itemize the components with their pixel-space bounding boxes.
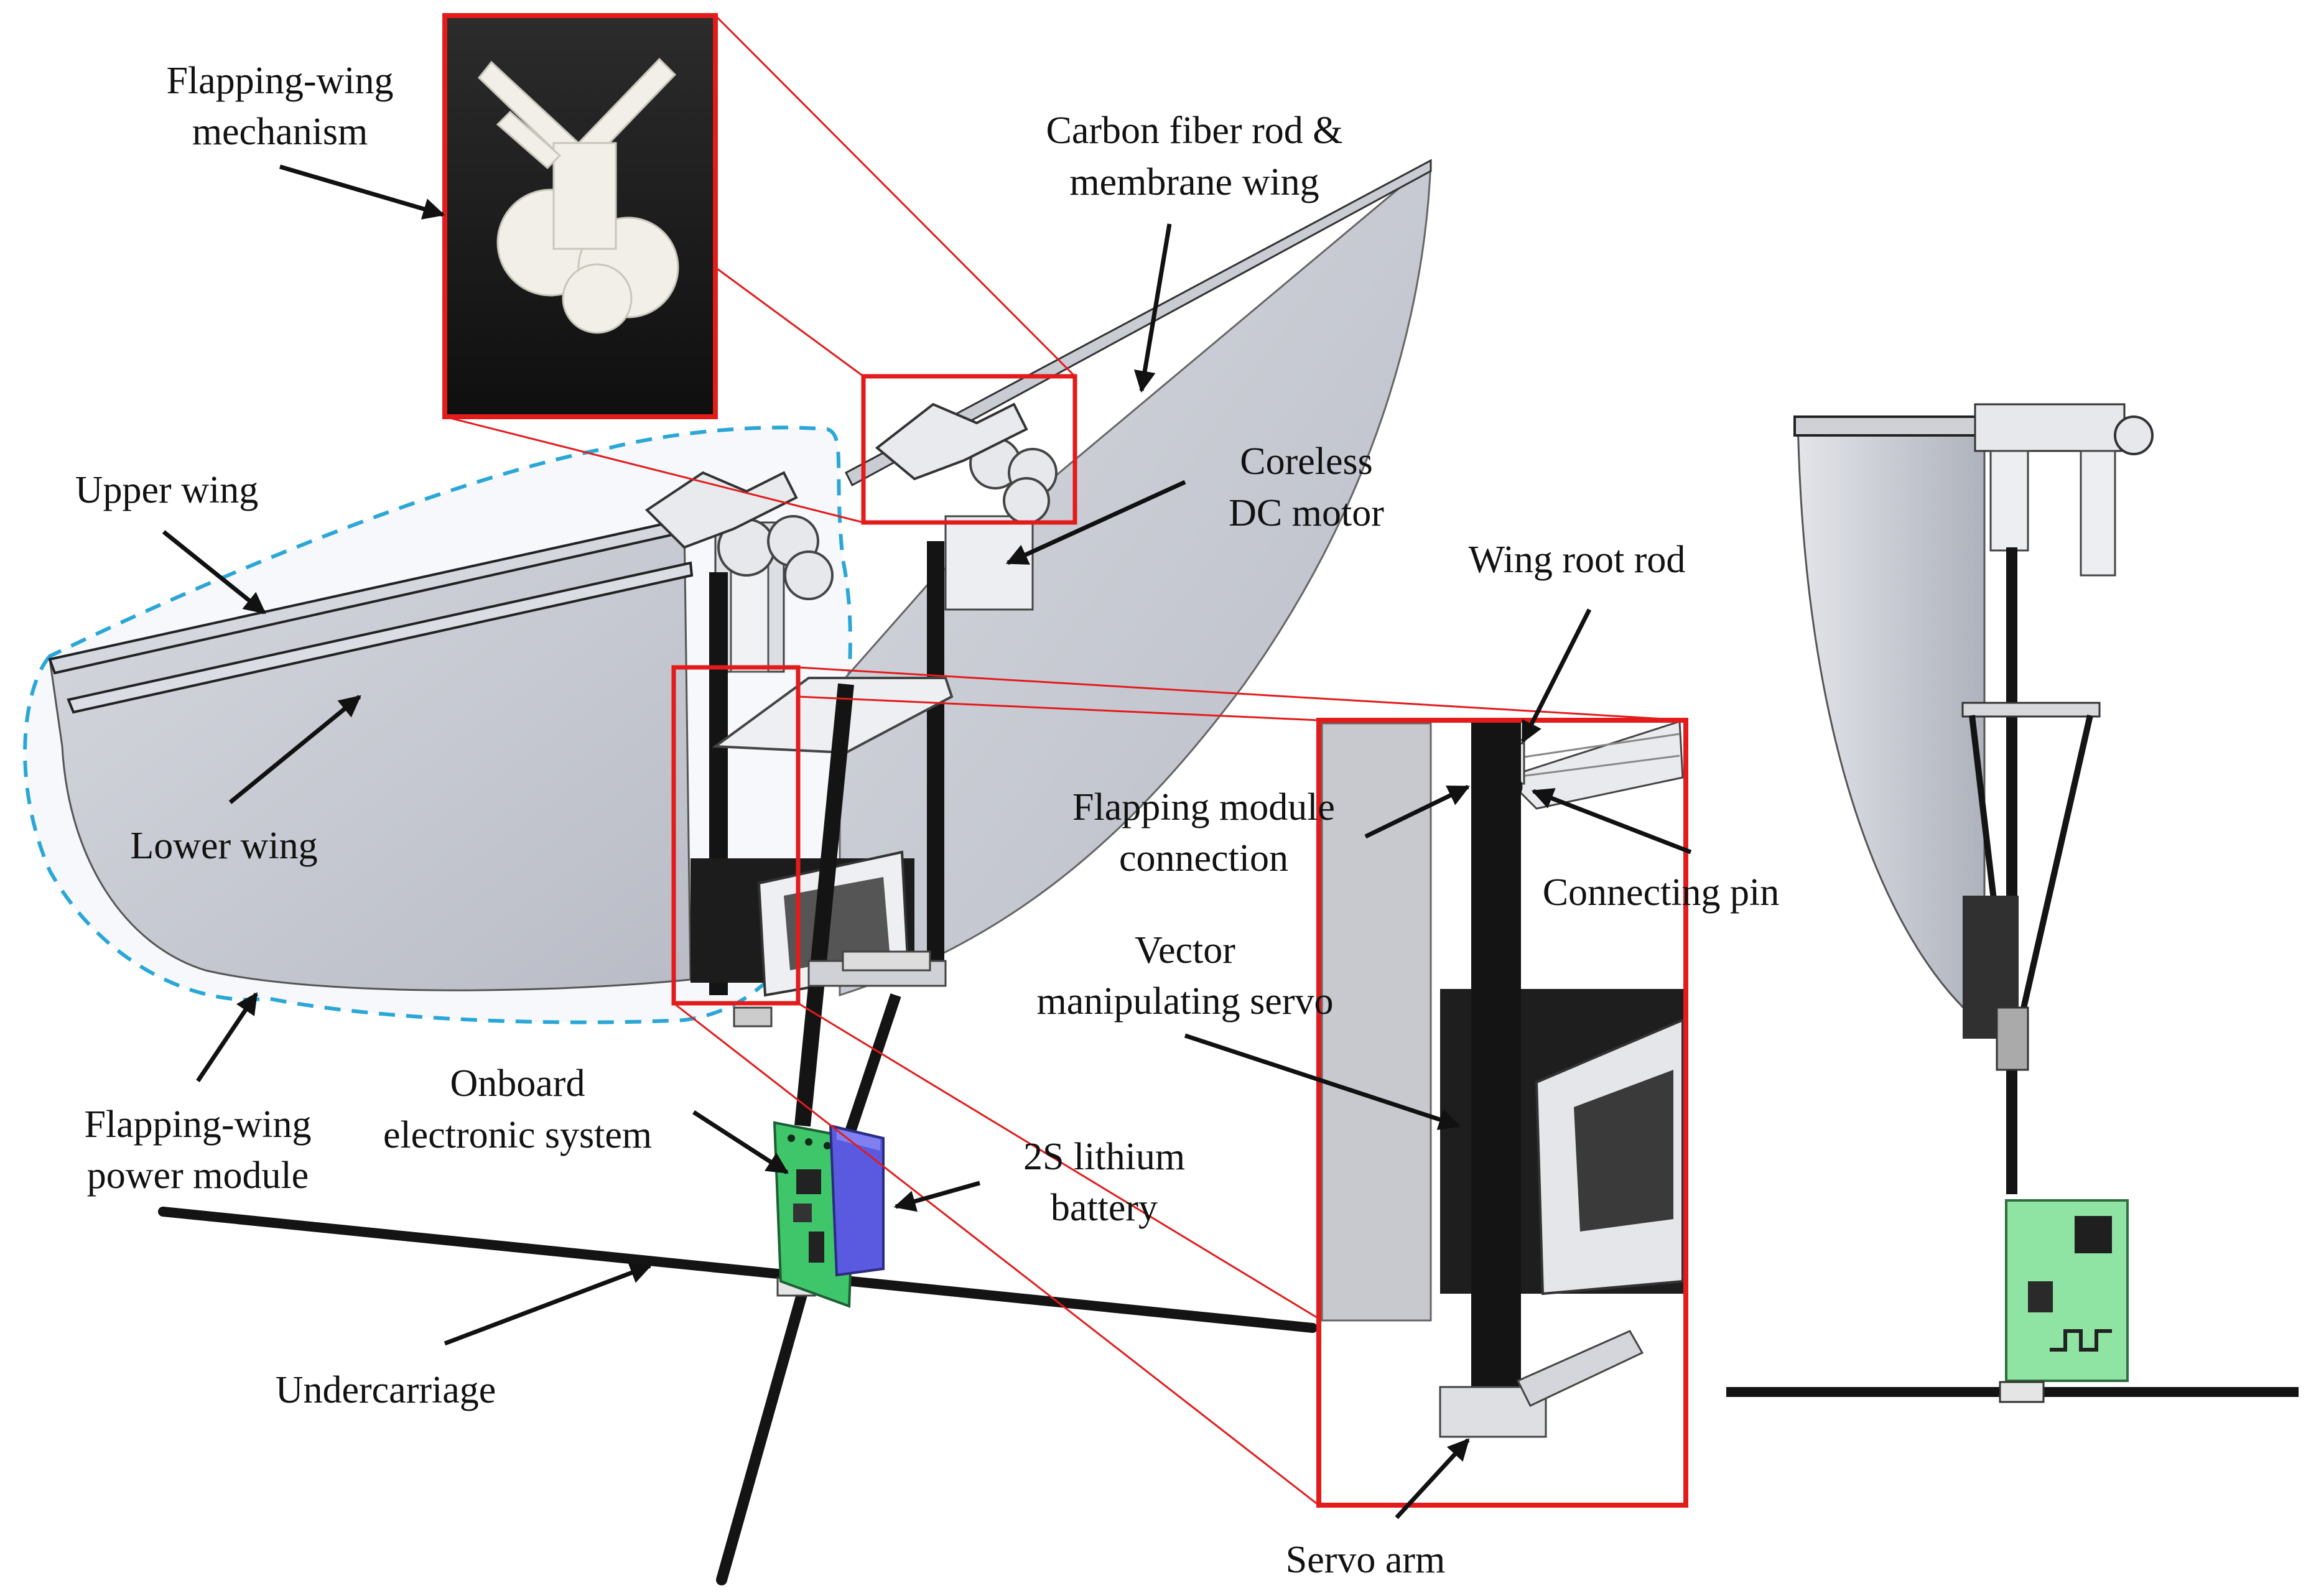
label-flapping-module-connection-line2: connection xyxy=(1119,837,1288,879)
label-carbon-fiber-rod-line1: Carbon fiber rod & xyxy=(1046,109,1343,152)
callout-box-servo xyxy=(671,665,801,1006)
callout-box-mechanism xyxy=(861,374,1077,525)
label-wing-root-rod: Wing root rod xyxy=(1469,539,1686,581)
labels: Flapping-wing mechanism Carbon fiber rod… xyxy=(75,60,1780,1581)
lithium-battery xyxy=(829,1124,885,1277)
right-flapping-mechanism xyxy=(875,402,1058,977)
mechanism-photo-inset xyxy=(442,13,718,419)
label-connecting-pin: Connecting pin xyxy=(1543,871,1780,914)
side-view xyxy=(1726,403,2299,1403)
servo-zoom-inset xyxy=(1316,718,1688,1508)
label-onboard-electronics-line2: electronic system xyxy=(383,1114,652,1156)
label-undercarriage: Undercarriage xyxy=(276,1369,496,1411)
label-battery-line2: battery xyxy=(1051,1187,1158,1229)
label-flapping-wing-mechanism-line2: mechanism xyxy=(192,111,368,153)
label-onboard-electronics-line1: Onboard xyxy=(450,1062,585,1105)
label-vector-servo-line2: manipulating servo xyxy=(1037,980,1334,1023)
label-carbon-fiber-rod-line2: membrane wing xyxy=(1069,161,1319,203)
label-vector-servo-line1: Vector xyxy=(1135,929,1235,972)
label-flapping-wing-mechanism-line1: Flapping-wing xyxy=(166,60,393,102)
label-coreless-motor-line2: DC motor xyxy=(1229,492,1384,534)
label-lower-wing: Lower wing xyxy=(130,825,317,867)
label-coreless-motor-line1: Coreless xyxy=(1240,440,1373,483)
label-flapping-module-connection-line1: Flapping module xyxy=(1072,786,1335,828)
pointer-arrows xyxy=(162,164,1692,1519)
label-battery-line1: 2S lithium xyxy=(1023,1136,1185,1178)
membrane-wing-left xyxy=(48,517,694,991)
label-servo-arm: Servo arm xyxy=(1286,1539,1446,1581)
label-power-module-line2: power module xyxy=(87,1154,309,1197)
label-upper-wing: Upper wing xyxy=(75,469,258,511)
membrane-wing-back xyxy=(839,159,1432,997)
label-power-module-line1: Flapping-wing xyxy=(84,1103,311,1146)
